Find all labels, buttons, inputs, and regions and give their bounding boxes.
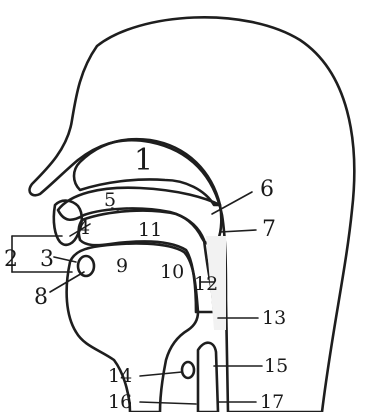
label-5: 5 (104, 189, 116, 211)
label-14: 14 (108, 365, 132, 387)
epiglottis (198, 343, 218, 412)
leader-7 (220, 230, 256, 232)
label-9: 9 (116, 255, 128, 277)
leader-14 (140, 372, 182, 376)
label-3: 3 (40, 247, 54, 272)
label-12: 12 (194, 273, 218, 295)
label-17: 17 (260, 391, 284, 412)
leader-16 (140, 402, 196, 404)
label-1: 1 (134, 143, 153, 178)
label-8: 8 (34, 285, 48, 310)
vocal-fold (182, 362, 194, 378)
label-7: 7 (262, 217, 276, 242)
label-16: 16 (108, 391, 132, 412)
label-11: 11 (138, 219, 162, 241)
label-6: 6 (260, 177, 274, 202)
label-15: 15 (264, 355, 288, 377)
label-13: 13 (262, 307, 286, 329)
label-2: 2 (4, 247, 18, 272)
label-10: 10 (160, 261, 184, 283)
label-4: 4 (78, 217, 90, 239)
head-silhouette (30, 17, 355, 412)
lower-lip-gap (78, 256, 94, 276)
